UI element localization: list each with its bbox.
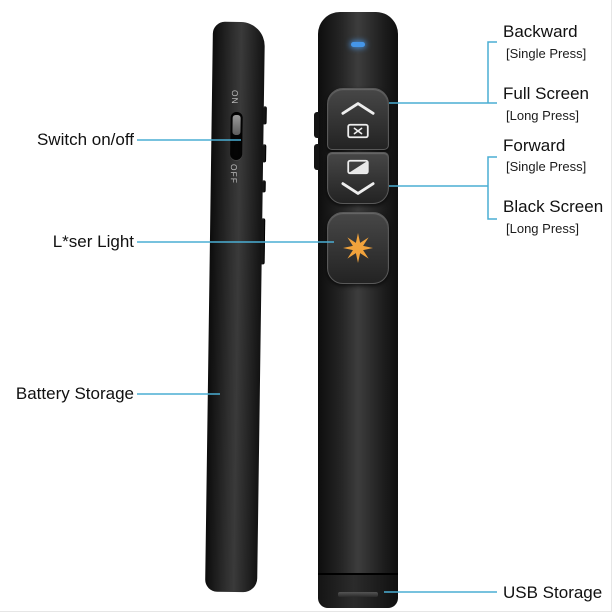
label-forward-note: [Single Press] [506,159,587,174]
label-full-screen-note: [Long Press] [506,108,579,123]
switch-on-label: ON [229,89,241,105]
forward-blackscreen-button [327,152,389,204]
side-clip-tab [314,112,319,138]
black-screen-icon [347,159,369,175]
label-switch-on-off: Switch on/off [36,130,134,149]
label-battery-storage: Battery Storage [15,384,134,403]
laser-burst-icon [343,233,373,263]
usb-cap-slot [338,592,378,597]
laser-button [327,212,389,284]
label-backward-note: [Single Press] [506,46,587,61]
usb-cap [318,573,398,608]
presenter-front-view [314,12,398,608]
side-button-bump [260,218,266,265]
label-usb-storage: USB Storage [503,583,603,602]
label-backward: Backward [503,22,578,41]
side-button-bump [262,144,267,163]
callout-backward-fullscreen-bracket [389,41,497,104]
fullscreen-icon [347,123,369,138]
label-laser-light: L*ser Light [52,232,134,251]
power-switch-knob [232,114,241,136]
side-clip-tab [314,144,319,170]
label-forward: Forward [503,136,566,155]
side-button-bump [262,106,267,125]
label-full-screen: Full Screen [503,84,589,103]
chevron-up-icon [341,101,375,115]
presenter-side-view: ON OFF [205,21,267,593]
label-black-screen-note: [Long Press] [506,221,579,236]
backward-fullscreen-button [327,88,389,150]
led-indicator [351,42,365,47]
switch-off-label: OFF [228,163,240,185]
label-black-screen: Black Screen [503,197,604,216]
callout-forward-blackscreen-bracket [389,156,497,220]
power-switch [230,111,243,161]
chevron-down-icon [341,182,375,195]
side-button-bump [261,180,266,193]
